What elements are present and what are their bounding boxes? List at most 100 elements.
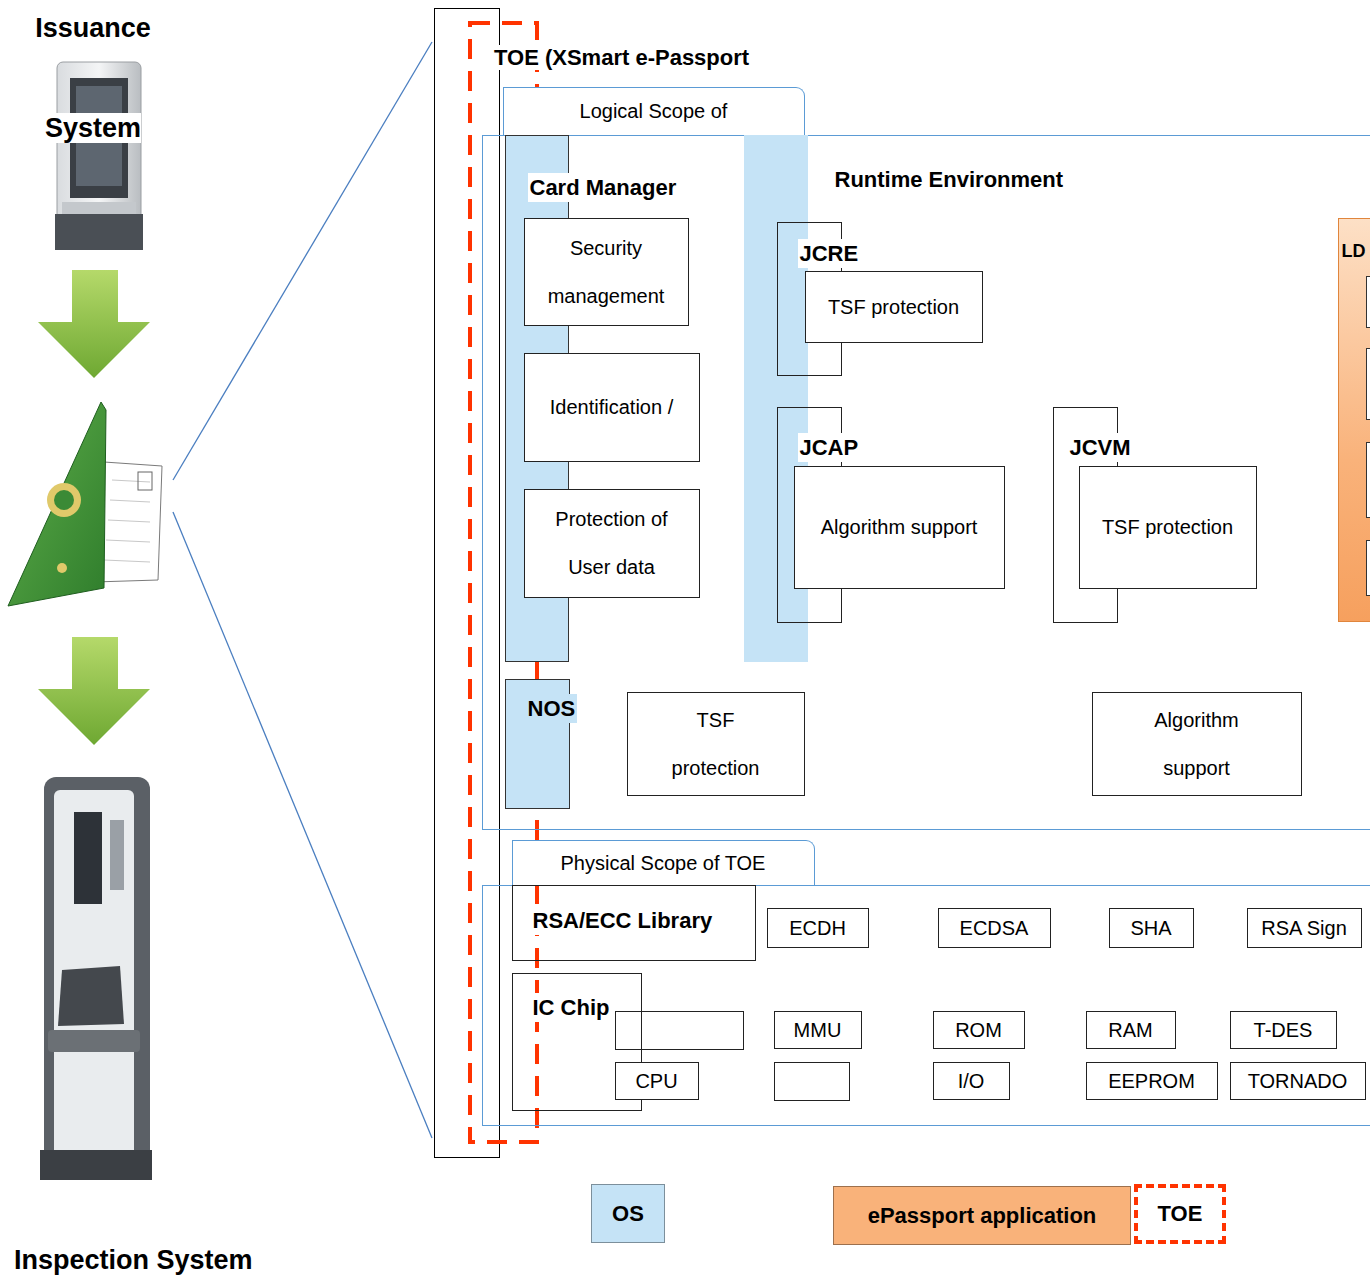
kiosk-base xyxy=(40,1150,152,1180)
component-band: TSF protectionJCREAlgorithm supportJCAPR… xyxy=(744,135,808,662)
legend-label: ePassport application xyxy=(868,1203,1097,1229)
legend-swatch: TOE xyxy=(1134,1184,1226,1244)
component-band: NOS xyxy=(505,679,570,809)
component-heading: Runtime Environment xyxy=(833,165,1066,194)
module-frame: Algorithm supportJCAP xyxy=(777,407,842,623)
box-label: ECDSA xyxy=(960,916,1029,940)
box-label: ECDH xyxy=(789,916,846,940)
algorithm-box: SHA xyxy=(1109,908,1194,948)
system-label: Inspection System xyxy=(14,1245,253,1275)
function-box: Identification / xyxy=(524,353,700,462)
scope-tab: Physical Scope of TOE xyxy=(512,840,815,885)
algorithm-box: RSA Sign xyxy=(1247,908,1362,948)
system-label: Issuance System xyxy=(35,13,151,143)
kiosk-front xyxy=(54,790,134,1160)
scope-tab: Logical Scope of xyxy=(503,87,805,135)
box-label: TORNADO xyxy=(1248,1069,1348,1093)
box-label: I/O xyxy=(958,1069,985,1093)
chip-block: I/O xyxy=(933,1062,1010,1100)
component-heading: JCAP xyxy=(798,433,861,462)
zoom-line xyxy=(173,42,432,480)
chip-block: ROM xyxy=(933,1011,1025,1049)
chip-block: TORNADO xyxy=(1230,1062,1366,1100)
cover-emblem xyxy=(47,483,81,517)
cover-emblem-inner xyxy=(54,490,74,510)
module-frame: TSF protectionJCVM xyxy=(1053,407,1118,623)
system-label: TOE (XSmart e-Passport xyxy=(494,45,749,70)
flow-arrow xyxy=(38,270,150,378)
scope-region: RSA/ECC Library ECDH ECDSA SHA RSA Sign IC Ch… xyxy=(482,885,1370,1126)
zoom-line xyxy=(173,512,432,1138)
box-label: TSF protection xyxy=(828,283,959,331)
application-panel: LD xyxy=(1338,218,1370,622)
chip-block: T-DES xyxy=(1230,1011,1337,1049)
function-box: Security management xyxy=(524,218,689,326)
label-holder: Inspection System xyxy=(14,1242,253,1280)
box-label: TSF protection xyxy=(666,696,766,792)
kiosk-body xyxy=(57,62,141,232)
module-frame: TSF protectionJCRE xyxy=(777,222,842,376)
box-label: SHA xyxy=(1130,916,1171,940)
legend-label: OS xyxy=(612,1201,644,1227)
chip-block xyxy=(616,1012,744,1050)
component-heading: NOS xyxy=(526,694,578,723)
legend-swatch: ePassport application xyxy=(833,1186,1131,1245)
passport xyxy=(8,402,162,606)
function-box: TSF protection xyxy=(1079,466,1257,589)
module-frame: RSA/ECC Library xyxy=(512,885,756,961)
box-label: CPU xyxy=(635,1069,677,1093)
box-label: TSF protection xyxy=(1102,503,1233,551)
chip-block: CPU xyxy=(615,1062,699,1100)
kiosk-base xyxy=(55,214,143,250)
label-holder: TOE (XSmart e-Passport xyxy=(494,44,749,74)
scope-region: Security managementIdentification / Prote… xyxy=(482,135,1370,830)
kiosk-touch-screen xyxy=(58,966,124,1026)
kiosk-slot xyxy=(62,202,136,214)
inner-box xyxy=(1366,276,1370,328)
box-label: T-DES xyxy=(1254,1018,1313,1042)
kiosk-body xyxy=(44,777,150,1177)
kiosk-band xyxy=(48,1030,140,1052)
passport-cover xyxy=(8,402,106,606)
box-label: ROM xyxy=(955,1018,1002,1042)
component-heading: JCRE xyxy=(798,239,861,268)
inner-box xyxy=(1366,442,1370,518)
component-heading: JCVM xyxy=(1068,433,1133,462)
function-box: Algorithm support xyxy=(794,466,1005,589)
chip-block: EEPROM xyxy=(1086,1062,1218,1100)
inspection-kiosk xyxy=(40,777,152,1180)
box-label: RAM xyxy=(1108,1018,1152,1042)
function-box: Protection of User data xyxy=(524,489,700,598)
inner-box xyxy=(1366,348,1370,420)
component-heading: IC Chip xyxy=(531,993,612,1022)
function-box: TSF protection xyxy=(627,692,805,796)
box-label: Physical Scope of TOE xyxy=(561,850,766,876)
chip-block xyxy=(775,1063,850,1101)
chip-icon xyxy=(138,472,152,490)
component-heading: RSA/ECC Library xyxy=(531,906,715,935)
legend-label: TOE xyxy=(1158,1201,1203,1227)
box-label: MMU xyxy=(794,1018,842,1042)
antenna-lines xyxy=(104,480,150,562)
label-holder: Issuance System xyxy=(28,0,158,180)
function-box: Algorithm support xyxy=(1092,692,1302,796)
issuance-kiosk xyxy=(55,62,143,250)
box-label: Algorithm support xyxy=(1137,696,1257,792)
function-box: TSF protection xyxy=(805,271,983,343)
box-label: Protection of User data xyxy=(537,495,687,591)
component-heading: LD xyxy=(1340,240,1368,263)
component-band: Security managementIdentification /Prote… xyxy=(505,135,569,662)
flow-arrow xyxy=(38,637,150,745)
chip-block: MMU xyxy=(774,1011,862,1049)
legend-swatch: OS xyxy=(591,1184,665,1243)
box-label: Security management xyxy=(531,224,681,320)
kiosk-side-panel xyxy=(110,820,124,890)
box-label: Algorithm support xyxy=(821,503,978,551)
chip-block: RAM xyxy=(1086,1011,1176,1049)
box-label: Identification / xyxy=(550,383,673,431)
box-label: RSA Sign xyxy=(1261,916,1347,940)
kiosk-screen xyxy=(74,812,102,904)
box-label: Logical Scope of xyxy=(580,98,728,124)
component-heading: Card Manager xyxy=(528,173,679,202)
